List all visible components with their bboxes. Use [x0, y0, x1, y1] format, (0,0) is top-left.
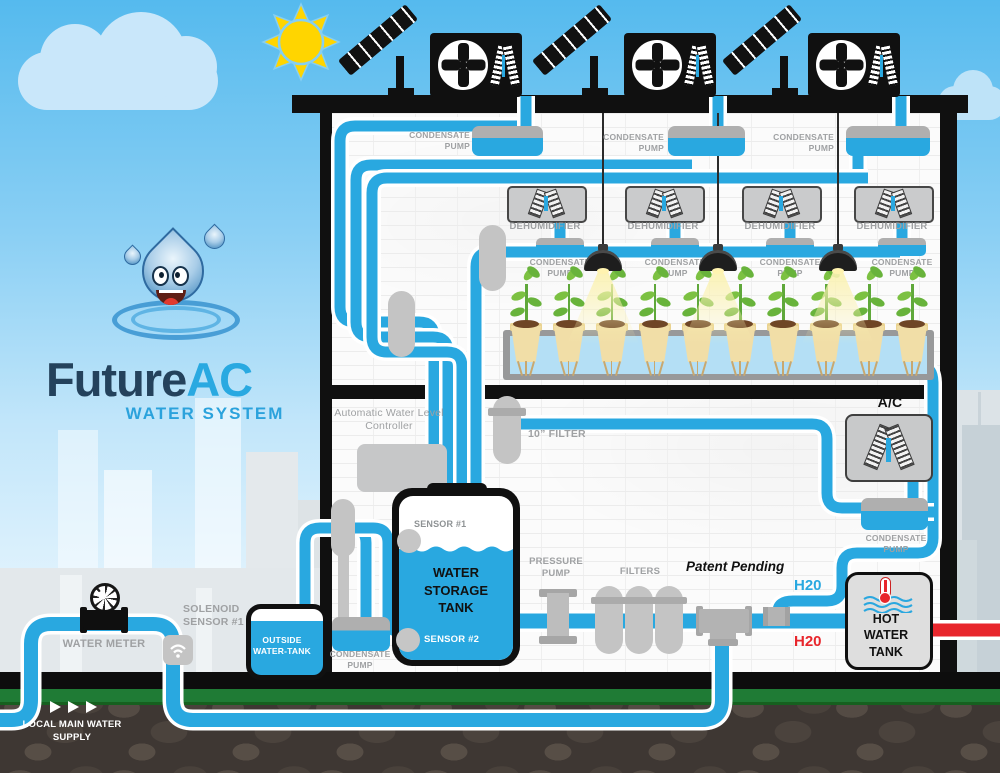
- dehumidifier-unit: [742, 186, 822, 223]
- pipe: [0, 617, 729, 727]
- roof-beam: [292, 95, 968, 113]
- tank-sensor-2: [396, 628, 420, 652]
- ac-label: A/C: [877, 394, 903, 410]
- supply-arrow-icon: [50, 701, 61, 713]
- supply-arrow-icon: [68, 701, 79, 713]
- ground-line: [0, 672, 1000, 689]
- condensate-pump-label: CONDENSATE PUMP: [871, 257, 933, 278]
- condensate-pump-basin: [536, 238, 584, 256]
- condensate-pump-label: CONDENSATE PUMP: [773, 132, 834, 153]
- meter-dial-icon: [90, 583, 120, 613]
- condensate-pump-label: CONDENSATE PUMP: [529, 257, 591, 278]
- condensate-pump-basin: [668, 126, 745, 156]
- outside-water-tank-label: OUTSIDE WATER-TANK: [253, 635, 311, 657]
- dehumidifier-label: DEHUMIDIFIER: [509, 221, 581, 232]
- condensate-pump-basin: [846, 126, 930, 156]
- plant: [849, 264, 889, 380]
- plant: [892, 264, 932, 380]
- inline-filter: [388, 291, 415, 357]
- ten-inch-filter-label: 10” FILTER: [528, 428, 586, 440]
- mascot-eye: [172, 266, 189, 286]
- gray-drain-pipe: [338, 550, 349, 620]
- water-meter-label: WATER METER: [62, 638, 146, 650]
- condensate-pump-label: CONDENSATE PUMP: [409, 130, 470, 151]
- h2o-cold-label: H20: [794, 577, 822, 594]
- sun-icon: [261, 2, 341, 82]
- plant: [635, 264, 675, 380]
- h2o-hot-label: H20: [794, 633, 822, 650]
- fan-icon: [816, 40, 866, 90]
- rooftop-ac-unit: [430, 33, 522, 97]
- thermometer-icon: [878, 577, 892, 604]
- pressure-pump: [539, 589, 577, 644]
- ten-inch-filter: [493, 396, 521, 464]
- lamp-cord: [717, 113, 719, 253]
- dehumidifier-label: DEHUMIDIFIER: [744, 221, 816, 232]
- condensate-pump-basin: [878, 238, 926, 256]
- inline-filter: [479, 225, 506, 291]
- lamp-cord: [602, 113, 604, 253]
- inline-filter: [331, 499, 355, 557]
- dehumidifier-label: DEHUMIDIFIER: [627, 221, 699, 232]
- condensate-pump-basin: [861, 498, 928, 530]
- fan-icon: [632, 40, 682, 90]
- solenoid-label: SOLENOID SENSOR #1: [183, 603, 244, 629]
- pipe: [508, 418, 874, 514]
- water-meter: [78, 583, 130, 633]
- mascot-smile: [156, 290, 186, 305]
- grass-strip: [0, 688, 1000, 705]
- solenoid-sensor: [163, 635, 193, 665]
- cloud: [15, 12, 235, 130]
- outside-water-tank: OUTSIDE WATER-TANK: [246, 604, 328, 680]
- lamp-cord: [837, 113, 839, 253]
- plant: [506, 264, 546, 380]
- water-level-controller-label: Automatic Water Level Controller: [334, 407, 444, 433]
- supply-arrow-icon: [86, 701, 97, 713]
- pipe: [350, 159, 692, 500]
- sensor-1-label: SENSOR #1: [414, 519, 467, 529]
- condensate-pump-basin: [332, 617, 390, 651]
- condensate-pump-label: CONDENSATE PUMP: [329, 649, 391, 670]
- pipe: [772, 363, 939, 622]
- plant: [763, 264, 803, 380]
- condensate-pump-label: CONDENSATE PUMP: [603, 132, 664, 153]
- hot-water-tank-label: HOT WATER TANK: [863, 612, 909, 659]
- pipe: [334, 120, 522, 500]
- tank-sensor-1: [397, 529, 421, 553]
- dehumidifier-unit: [625, 186, 705, 223]
- rooftop-ac-unit: [808, 33, 900, 97]
- sensor-2-label: SENSOR #2: [424, 634, 480, 645]
- condensate-pump-label: CONDENSATE PUMP: [644, 257, 706, 278]
- logo-subtitle: WATER SYSTEM: [125, 404, 285, 423]
- filters-label: FILTERS: [619, 566, 661, 577]
- condensate-pump-basin: [651, 238, 699, 256]
- condensate-pump-label: CONDENSATE PUMP: [865, 533, 927, 554]
- storage-tank-label: WATER STORAGE TANK: [423, 565, 489, 616]
- hot-water-tank: HOT WATER TANK: [845, 572, 933, 670]
- condensate-pump-basin: [766, 238, 814, 256]
- rooftop-ac-unit: [624, 33, 716, 97]
- logo-brand-accent: AC: [186, 353, 253, 406]
- wifi-icon: [170, 644, 186, 658]
- pipe-coupler: [763, 607, 790, 626]
- pipe: [366, 172, 868, 500]
- patent-pending-label: Patent Pending: [686, 559, 785, 574]
- logo-brand: Future: [46, 353, 187, 406]
- dehumidifier-label: DEHUMIDIFIER: [856, 221, 928, 232]
- dehumidifier-unit: [507, 186, 587, 223]
- ac-indoor-unit: [845, 414, 933, 482]
- logo-wordmark: FutureAC: [46, 352, 306, 407]
- tee-fitting: [696, 606, 752, 646]
- pressure-pump-label: PRESSURE PUMP: [529, 556, 583, 579]
- condensate-pump-basin: [472, 126, 543, 156]
- dehumidifier-unit: [854, 186, 934, 223]
- fan-icon: [438, 40, 488, 90]
- logo-ripple: [131, 306, 221, 333]
- local-main-supply-label: LOCAL MAIN WATER SUPPLY: [22, 719, 122, 744]
